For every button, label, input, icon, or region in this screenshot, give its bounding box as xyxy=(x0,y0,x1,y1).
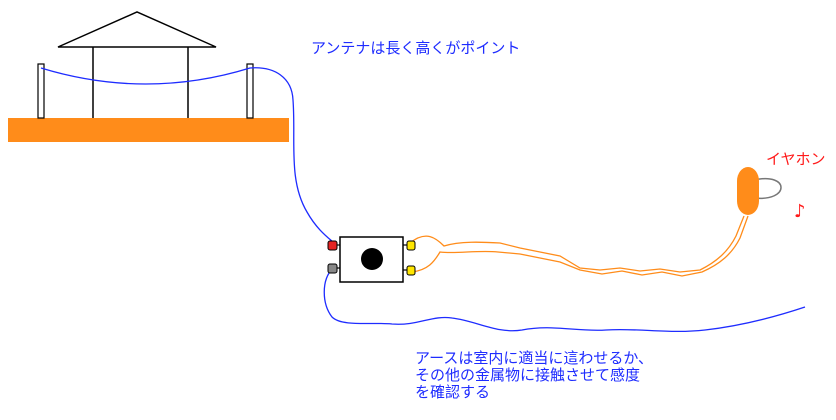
earphone xyxy=(737,167,782,215)
antenna-post-right xyxy=(246,63,254,119)
earphone-label: イヤホン xyxy=(766,150,826,168)
earphone-terminal-top xyxy=(406,240,416,251)
earphone-loop xyxy=(753,177,782,200)
earphone-wire xyxy=(409,215,749,277)
ground-note-line-1: アースは室内に適当に這わせるか、 xyxy=(415,349,654,367)
music-note-icon: ♪ xyxy=(794,201,806,222)
antenna-wire xyxy=(40,67,334,243)
house xyxy=(8,11,289,142)
earphone-body xyxy=(737,167,759,215)
tuning-knob xyxy=(361,248,383,270)
ground-note-line-2: その他の金属物に接触させて感度 xyxy=(415,366,641,384)
ground-note-line-3: を確認する xyxy=(415,383,491,401)
antenna-terminal xyxy=(327,240,338,251)
ground-wire xyxy=(323,267,806,333)
house-floor xyxy=(8,118,289,142)
antenna-post-left xyxy=(37,63,45,119)
antenna-note: アンテナは長く高くがポイント xyxy=(311,39,521,57)
ground-note: アースは室内に適当に這わせるか、 その他の金属物に接触させて感度 を確認する xyxy=(415,350,653,401)
house-roof xyxy=(57,11,217,48)
crystal-radio xyxy=(327,236,416,283)
earphone-terminal-bottom xyxy=(406,265,416,276)
ground-terminal xyxy=(327,263,338,274)
